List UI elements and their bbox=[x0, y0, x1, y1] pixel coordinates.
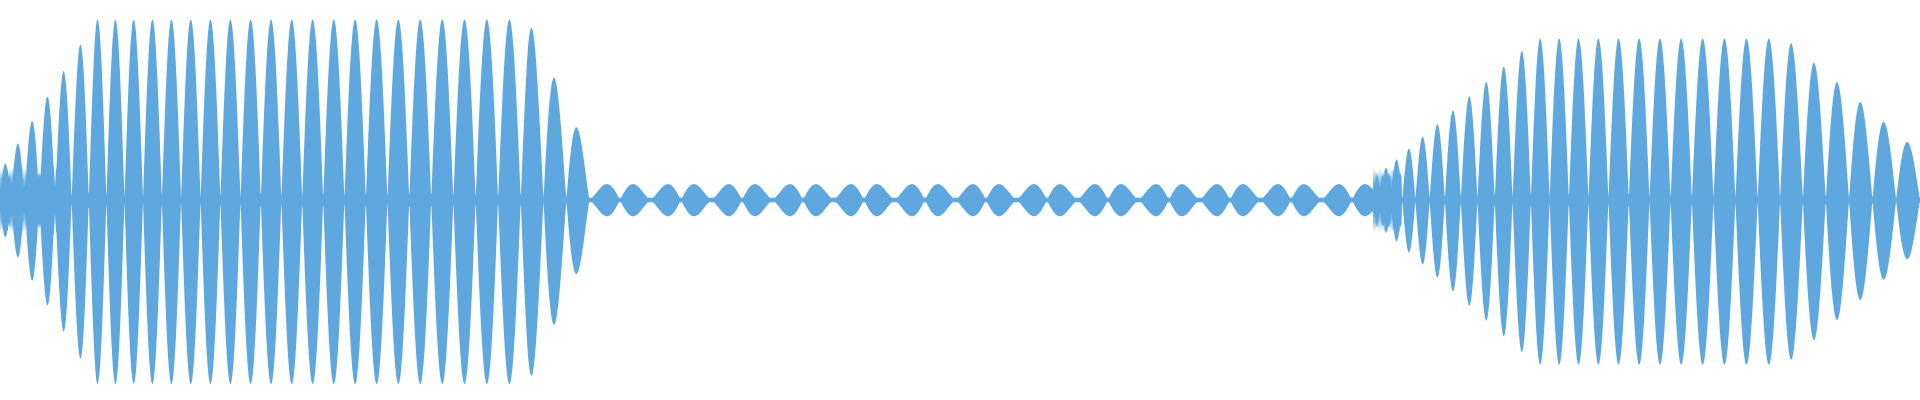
waveform-fill bbox=[0, 19, 1920, 385]
waveform-envelope-group bbox=[0, 19, 1920, 385]
